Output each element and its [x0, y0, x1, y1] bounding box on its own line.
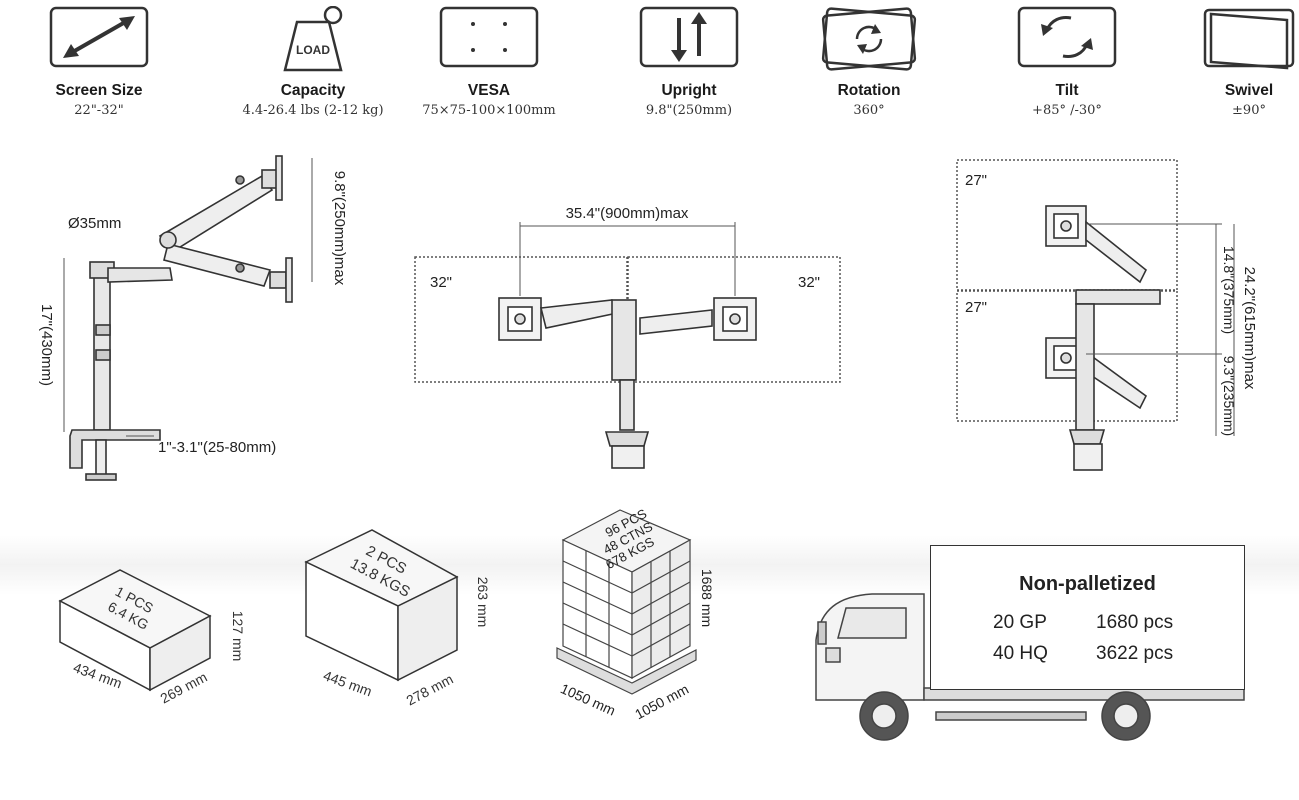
container-qty: 3622 pcs	[1096, 643, 1174, 664]
rotation-icon	[821, 7, 917, 71]
stacked-arm-drawing	[1045, 205, 1161, 471]
spec-value: 75×75-100×100mm	[422, 103, 556, 118]
upright-range-label: 9.8"(250mm)max	[331, 171, 348, 286]
swivel-icon	[1203, 8, 1295, 70]
right-screen-size: 32"	[798, 274, 820, 291]
top-screen-size: 27"	[965, 172, 987, 189]
package-box-1	[58, 569, 212, 692]
single-arm-drawing	[69, 155, 293, 481]
tilt-icon	[1017, 6, 1117, 68]
box2-width: 278 mm	[404, 671, 456, 709]
vesa-holes-icon	[439, 6, 539, 68]
spec-value: 22"-32"	[74, 103, 124, 118]
pole-diameter-label: Ø35mm	[68, 215, 121, 232]
up-down-arrows-icon	[639, 6, 739, 68]
left-screen-size: 32"	[430, 274, 452, 291]
spec-label: Rotation	[837, 82, 901, 99]
left-screen-outline	[414, 256, 628, 383]
shipping-info-box: Non-palletized 20 GP 1680 pcs 40 HQ 3622 p…	[930, 545, 1245, 690]
pallet-stack	[556, 509, 697, 695]
pole-height-label: 17"(430mm)	[38, 304, 55, 386]
container-type: 40 HQ	[993, 643, 1048, 664]
truck-illustration	[815, 593, 1245, 741]
bottom-screen-size: 27"	[965, 299, 987, 316]
spec-label: VESA	[467, 82, 511, 99]
load-weight-icon: LOAD	[283, 6, 343, 72]
right-screen-outline	[627, 256, 841, 383]
container-type: 20 GP	[993, 612, 1047, 633]
upper-range-label: 14.8"(375mm)	[1221, 246, 1237, 334]
box2-length: 445 mm	[321, 667, 374, 699]
spec-label: Upright	[661, 82, 717, 99]
shipping-row: 40 HQ 3622 pcs	[993, 643, 1173, 665]
container-qty: 1680 pcs	[1096, 612, 1174, 633]
reach-label: 35.4"(900mm)max	[566, 205, 689, 222]
spec-value: ±90°	[1232, 103, 1266, 118]
top-screen-outline	[956, 159, 1178, 291]
shipping-row: 20 GP 1680 pcs	[993, 612, 1173, 634]
load-icon-text: LOAD	[296, 43, 330, 57]
pallet-length: 1050 mm	[558, 680, 618, 718]
package-box-2	[304, 529, 459, 682]
spec-value: 360°	[853, 103, 885, 118]
shipping-title: Non-palletized	[1019, 573, 1156, 595]
diagonal-arrow-icon	[49, 6, 149, 68]
dual-arm-drawing	[498, 297, 757, 469]
bottom-screen-outline	[956, 290, 1178, 422]
spec-label: Capacity	[280, 82, 346, 99]
spec-label: Screen Size	[55, 82, 143, 99]
spec-value: 9.8"(250mm)	[645, 103, 733, 118]
spec-value: 4.4-26.4 lbs (2-12 kg)	[242, 103, 384, 118]
clamp-range-label: 1"-3.1"(25-80mm)	[158, 439, 276, 456]
box2-height: 263 mm	[475, 577, 491, 628]
box1-height: 127 mm	[230, 611, 246, 662]
spec-value: +85° /-30°	[1032, 103, 1102, 118]
lower-range-label: 9.3"(235mm)	[1221, 356, 1237, 436]
spec-label: Swivel	[1224, 82, 1274, 99]
pallet-height: 1688 mm	[699, 569, 715, 627]
spec-label: Tilt	[1055, 82, 1079, 99]
total-height-label: 24.2"(615mm)max	[1241, 267, 1258, 390]
